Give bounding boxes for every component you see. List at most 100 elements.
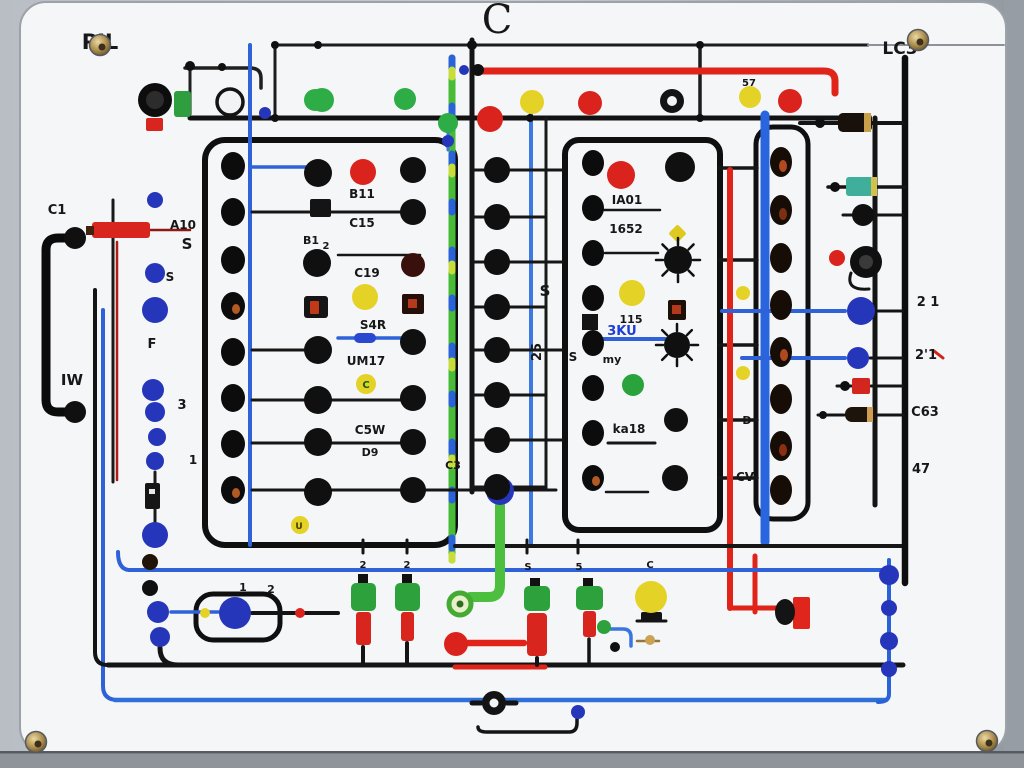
socket-terminal[interactable] (779, 160, 787, 172)
jack-terminal[interactable] (484, 157, 510, 183)
jack-terminal[interactable] (400, 157, 426, 183)
jack-terminal[interactable] (484, 474, 510, 500)
jack-terminal[interactable] (459, 65, 469, 75)
jack-terminal[interactable] (142, 297, 168, 323)
jack-terminal[interactable] (219, 597, 251, 629)
jack-terminal[interactable] (200, 608, 210, 618)
socket-terminal[interactable] (582, 330, 604, 356)
socket-terminal[interactable] (770, 290, 792, 320)
jack-terminal[interactable] (400, 385, 426, 411)
socket-terminal[interactable] (232, 304, 240, 314)
jack-terminal[interactable] (401, 253, 425, 277)
jack-terminal[interactable] (778, 89, 802, 113)
jack-terminal[interactable] (146, 452, 164, 470)
jack-terminal[interactable] (142, 379, 164, 401)
jack-terminal[interactable] (879, 565, 899, 585)
socket-terminal[interactable] (582, 195, 604, 221)
jack-terminal[interactable] (442, 135, 454, 147)
jack-terminal[interactable] (662, 465, 688, 491)
jack-terminal[interactable] (484, 427, 510, 453)
jack-terminal[interactable] (847, 297, 875, 325)
jack-terminal[interactable] (147, 601, 169, 623)
socket-terminal[interactable] (779, 444, 787, 456)
jack-terminal[interactable] (645, 635, 655, 645)
socket-terminal[interactable] (221, 338, 245, 366)
jack-terminal[interactable] (145, 263, 165, 283)
jack-terminal[interactable] (303, 249, 331, 277)
jack-terminal[interactable] (218, 63, 226, 71)
jack-terminal[interactable] (295, 608, 305, 618)
jack-terminal[interactable] (607, 161, 635, 189)
jack-terminal[interactable] (665, 152, 695, 182)
socket-terminal[interactable] (221, 384, 245, 412)
jack-terminal[interactable] (64, 401, 86, 423)
jack-terminal[interactable] (185, 61, 195, 71)
jack-terminal[interactable] (829, 250, 845, 266)
jack-terminal[interactable] (400, 329, 426, 355)
jack-terminal[interactable] (847, 347, 869, 369)
jack-terminal[interactable] (571, 705, 585, 719)
jack-terminal[interactable] (400, 199, 426, 225)
jack-terminal[interactable] (400, 429, 426, 455)
jack-terminal[interactable] (477, 106, 503, 132)
jack-terminal[interactable] (304, 386, 332, 414)
socket-terminal[interactable] (770, 475, 792, 505)
jack-terminal[interactable] (696, 114, 704, 122)
jack-terminal[interactable] (456, 600, 464, 608)
socket-terminal[interactable] (582, 150, 604, 176)
jack-terminal[interactable] (610, 642, 620, 652)
jack-terminal[interactable] (215, 87, 245, 117)
socket-terminal[interactable] (582, 375, 604, 401)
jack-terminal[interactable] (444, 632, 468, 656)
jack-terminal[interactable] (394, 88, 416, 110)
jack-terminal[interactable] (352, 284, 378, 310)
jack-terminal[interactable] (526, 114, 534, 122)
jack-terminal[interactable] (304, 159, 332, 187)
socket-terminal[interactable] (221, 246, 245, 274)
jack-terminal[interactable] (400, 477, 426, 503)
jack-terminal[interactable] (635, 581, 667, 613)
jack-terminal[interactable] (304, 428, 332, 456)
jack-terminal[interactable] (484, 204, 510, 230)
jack-terminal[interactable] (597, 620, 611, 634)
jack-terminal[interactable] (271, 114, 279, 122)
jack-terminal[interactable] (150, 627, 170, 647)
jack-terminal[interactable] (304, 478, 332, 506)
socket-terminal[interactable] (780, 349, 788, 361)
jack-terminal[interactable] (881, 600, 897, 616)
socket-terminal[interactable] (232, 488, 240, 498)
socket-terminal[interactable] (221, 152, 245, 180)
jack-terminal[interactable] (147, 192, 163, 208)
jack-terminal[interactable] (815, 118, 825, 128)
jack-terminal[interactable] (142, 554, 158, 570)
jack-terminal[interactable] (145, 402, 165, 422)
jack-terminal[interactable] (148, 428, 166, 446)
jack-terminal[interactable] (484, 294, 510, 320)
jack-terminal[interactable] (619, 280, 645, 306)
jack-terminal[interactable] (739, 86, 761, 108)
jack-terminal[interactable] (142, 522, 168, 548)
jack-terminal[interactable] (880, 632, 898, 650)
jack-terminal[interactable] (840, 381, 850, 391)
jack-terminal[interactable] (520, 90, 544, 114)
jack-terminal[interactable] (736, 366, 750, 380)
jack-terminal[interactable] (438, 113, 458, 133)
socket-terminal[interactable] (770, 384, 792, 414)
socket-terminal[interactable] (592, 476, 600, 486)
jack-terminal[interactable] (142, 580, 158, 596)
jack-terminal[interactable] (310, 88, 334, 112)
jack-terminal[interactable] (881, 661, 897, 677)
jack-terminal[interactable] (64, 227, 86, 249)
jack-terminal[interactable] (271, 41, 279, 49)
socket-terminal[interactable] (221, 198, 245, 226)
socket-terminal[interactable] (582, 240, 604, 266)
jack-terminal[interactable] (259, 107, 271, 119)
socket-terminal[interactable] (221, 430, 245, 458)
socket-terminal[interactable] (582, 420, 604, 446)
jack-terminal[interactable] (830, 182, 840, 192)
jack-terminal[interactable] (291, 516, 309, 534)
socket-terminal[interactable] (582, 285, 604, 311)
jack-terminal[interactable] (664, 246, 692, 274)
jack-terminal[interactable] (484, 382, 510, 408)
jack-terminal[interactable] (484, 249, 510, 275)
